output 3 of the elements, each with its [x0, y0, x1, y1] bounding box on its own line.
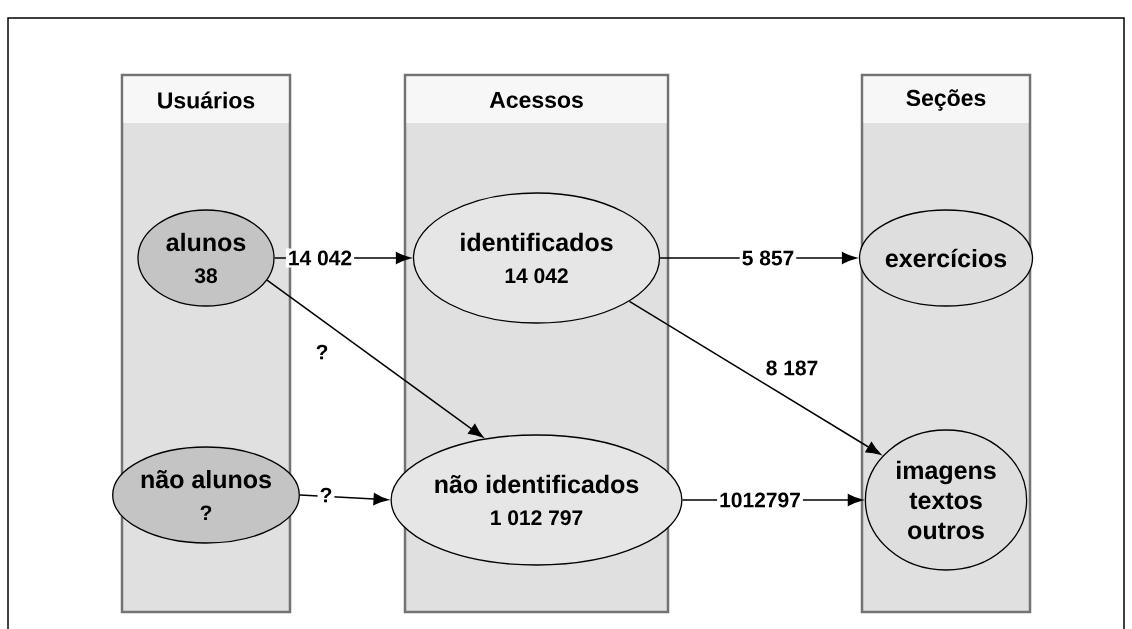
arrow — [299, 493, 389, 506]
arrow — [266, 279, 484, 438]
arrow — [628, 300, 881, 455]
